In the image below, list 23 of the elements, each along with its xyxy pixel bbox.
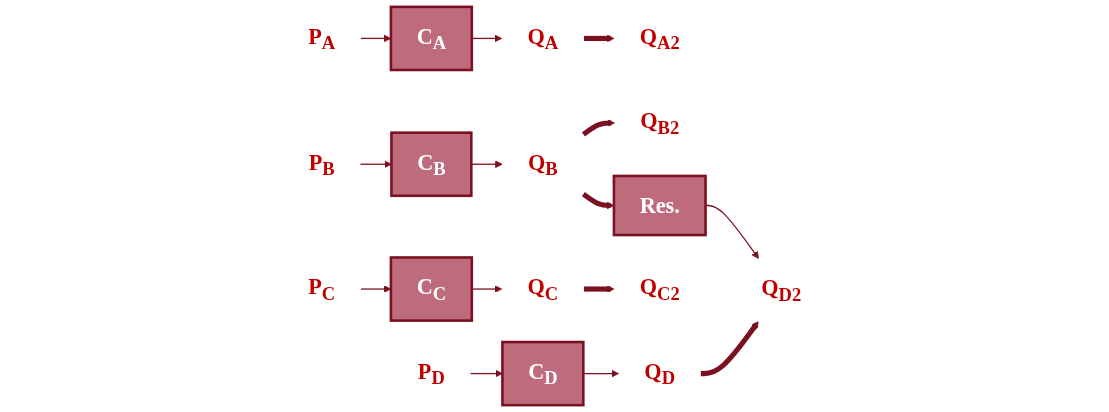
node-text: Q$_{B2}$ xyxy=(640,108,679,138)
node-text: P$_{A}$ xyxy=(308,23,336,54)
node-box: C$_{C}$ xyxy=(389,256,473,322)
node-box: Res. xyxy=(612,174,707,237)
arrow xyxy=(359,160,392,168)
node-box: C$_{D}$ xyxy=(500,340,585,407)
node-text: Q$_{A}$ xyxy=(527,23,559,54)
arrow xyxy=(469,369,503,378)
node-text: Q$_{A2}$ xyxy=(639,23,680,54)
node-text: Q$_{C}$ xyxy=(527,274,559,304)
node-text: Q$_{D2}$ xyxy=(760,275,801,305)
node-text: Q$_{D}$ xyxy=(644,359,675,389)
node-text: P$_{B}$ xyxy=(308,149,335,180)
arrow xyxy=(583,285,615,293)
node-text: P$_{D}$ xyxy=(417,359,445,389)
node-text: Q$_{B}$ xyxy=(527,149,558,180)
node-box: C$_{B}$ xyxy=(389,131,473,198)
arrow xyxy=(581,119,615,137)
arrow xyxy=(700,321,759,377)
node-box: C$_{A}$ xyxy=(389,5,473,72)
arrow xyxy=(583,34,615,43)
node-text: P$_{C}$ xyxy=(308,274,336,304)
node-text: Q$_{C2}$ xyxy=(639,274,680,304)
